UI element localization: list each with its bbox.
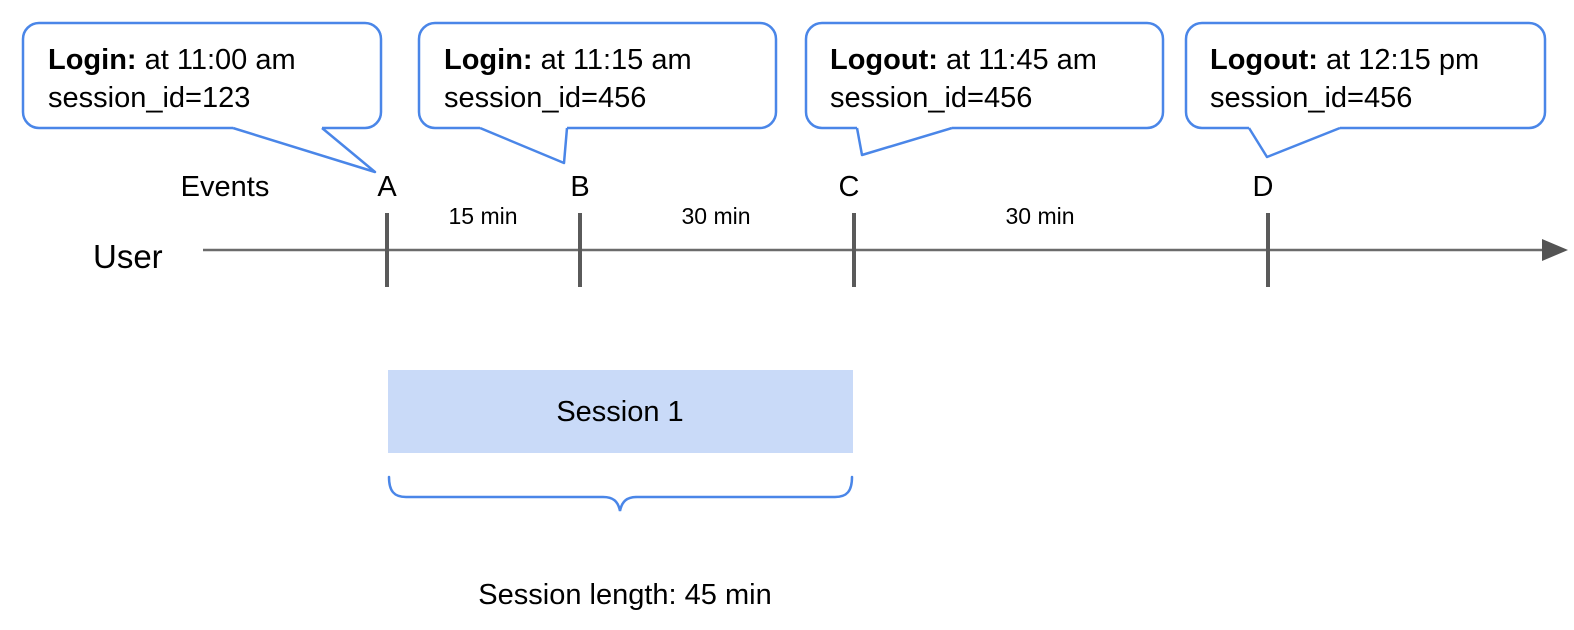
- callout-line2: session_id=456: [1210, 82, 1412, 114]
- event-label-a: A: [377, 171, 397, 203]
- timeline: Events User A B C D 15 min 30 min 30 min: [93, 171, 1568, 287]
- callout-logout-c: Logout: at 11:45 am session_id=456: [804, 21, 1165, 157]
- callout-line1: Logout: at 11:45 am: [830, 44, 1097, 76]
- speech-bubble-tail-outline: [232, 126, 377, 174]
- speech-bubble-tail-outline: [479, 126, 569, 165]
- interval-label-ab: 15 min: [448, 203, 517, 229]
- events-label: Events: [181, 171, 270, 203]
- callout-line1: Logout: at 12:15 pm: [1210, 44, 1479, 76]
- timeline-arrowhead-icon: [1542, 239, 1568, 261]
- callout-logout-d: Logout: at 12:15 pm session_id=456: [1184, 21, 1547, 159]
- callout-line1: Login: at 11:00 am: [48, 44, 296, 76]
- speech-bubble: [417, 21, 778, 130]
- speech-bubble-tail: [480, 122, 567, 163]
- session-length-label: Session length: 45 min: [478, 579, 771, 611]
- session-box: [388, 370, 853, 453]
- event-label-c: C: [839, 171, 860, 203]
- speech-bubble-tail: [857, 122, 952, 155]
- callout-line2: session_id=456: [444, 82, 646, 114]
- speech-bubble-tail-outline: [1247, 126, 1341, 159]
- callout-login-b: Login: at 11:15 am session_id=456: [417, 21, 778, 165]
- event-label-d: D: [1253, 171, 1274, 203]
- callout-line2: session_id=123: [48, 82, 250, 114]
- interval-label-bc: 30 min: [681, 203, 750, 229]
- speech-bubble: [1184, 21, 1547, 130]
- speech-bubble-tail: [1249, 122, 1340, 157]
- speech-bubble-tail-outline: [855, 126, 953, 157]
- session-block: Session 1 Session length: 45 min: [387, 370, 854, 611]
- event-label-b: B: [570, 171, 589, 203]
- session-box-label: Session 1: [556, 396, 683, 428]
- speech-bubble: [804, 21, 1165, 130]
- callout-login-a: Login: at 11:00 am session_id=123: [21, 21, 383, 174]
- speech-bubble-tail: [233, 122, 375, 172]
- session-length-brace: [387, 475, 854, 512]
- interval-label-cd: 30 min: [1005, 203, 1074, 229]
- user-label: User: [93, 238, 163, 275]
- speech-bubble: [21, 21, 383, 130]
- callout-line1: Login: at 11:15 am: [444, 44, 692, 76]
- callout-line2: session_id=456: [830, 82, 1032, 114]
